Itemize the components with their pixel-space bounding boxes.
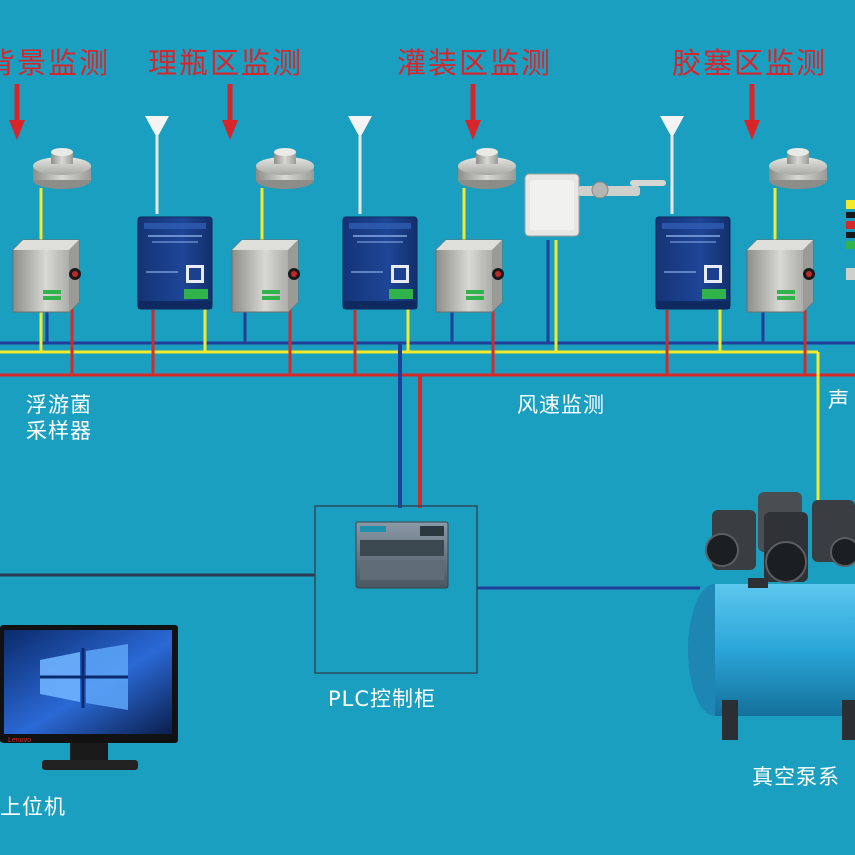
label-sampler-1: 浮游菌 (26, 393, 92, 417)
label-host: 上位机 (0, 795, 66, 819)
plc-cabinet (314, 505, 478, 674)
zone-title-bottle: 理瓶区监测 (148, 46, 303, 80)
label-sound: 声 (828, 388, 849, 412)
label-plc: PLC控制柜 (328, 687, 436, 711)
indicator-stack (846, 200, 855, 280)
monitor-brand: Lenovo (8, 737, 31, 744)
sampler-heads (33, 148, 827, 189)
host-monitor (0, 625, 178, 770)
wireless-modules (137, 116, 731, 310)
zone-title-background: 背景监测 (0, 46, 110, 80)
zone-title-filling: 灌装区监测 (397, 46, 552, 80)
label-sampler-2: 采样器 (26, 419, 92, 443)
wind-speed-sensor (524, 173, 666, 237)
label-vacuum: 真空泵系 (752, 765, 840, 789)
vacuum-pump (688, 492, 855, 740)
label-wind: 风速监测 (517, 393, 605, 417)
zone-title-stopper: 胶塞区监测 (672, 46, 827, 80)
wiring (0, 188, 855, 590)
zone-arrows (9, 84, 760, 140)
